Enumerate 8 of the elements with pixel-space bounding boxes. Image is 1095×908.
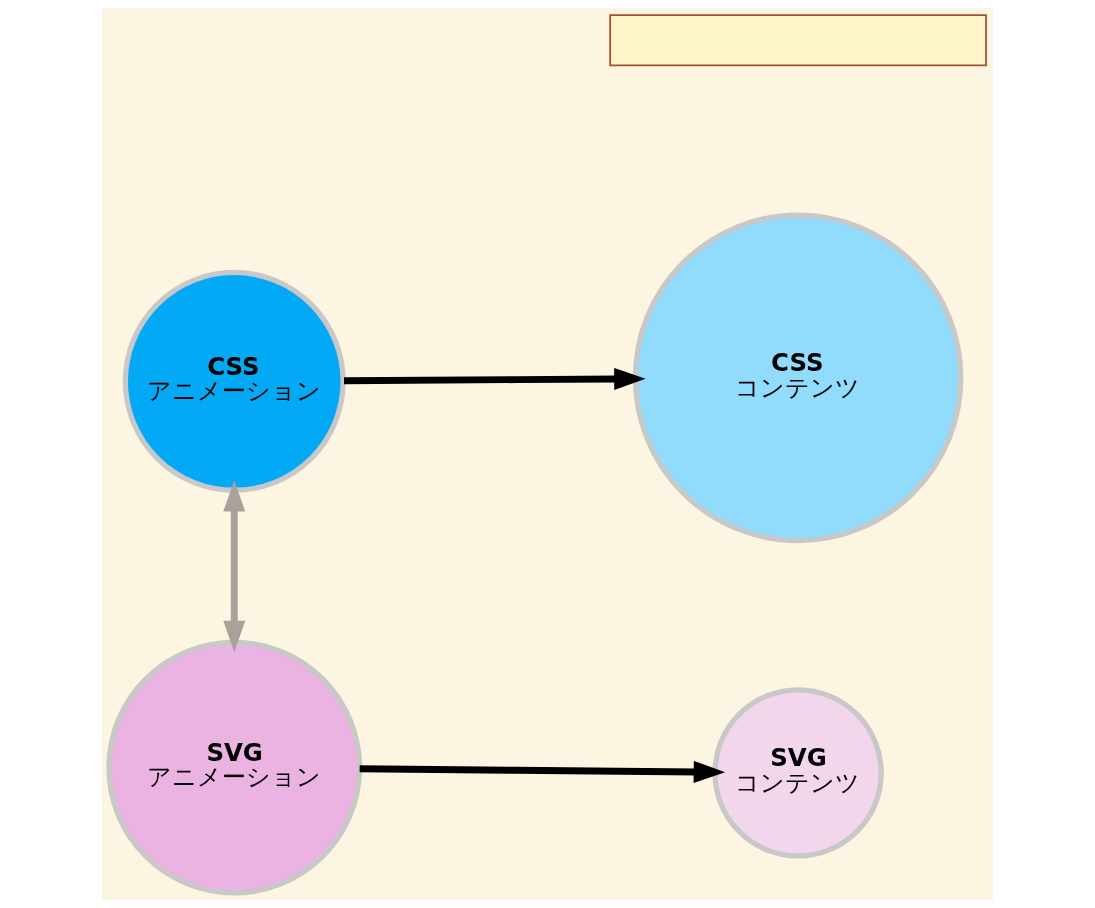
node-box [609, 14, 987, 67]
node-circle: SVG アニメーション [106, 639, 363, 896]
arrow [223, 480, 246, 653]
node-circle: SVG コンテンツ [712, 687, 884, 859]
node-circle: CSS アニメーション [122, 269, 346, 493]
arrow [359, 760, 726, 783]
node-circle: CSS コンテンツ [632, 212, 964, 544]
arrow [344, 368, 646, 390]
